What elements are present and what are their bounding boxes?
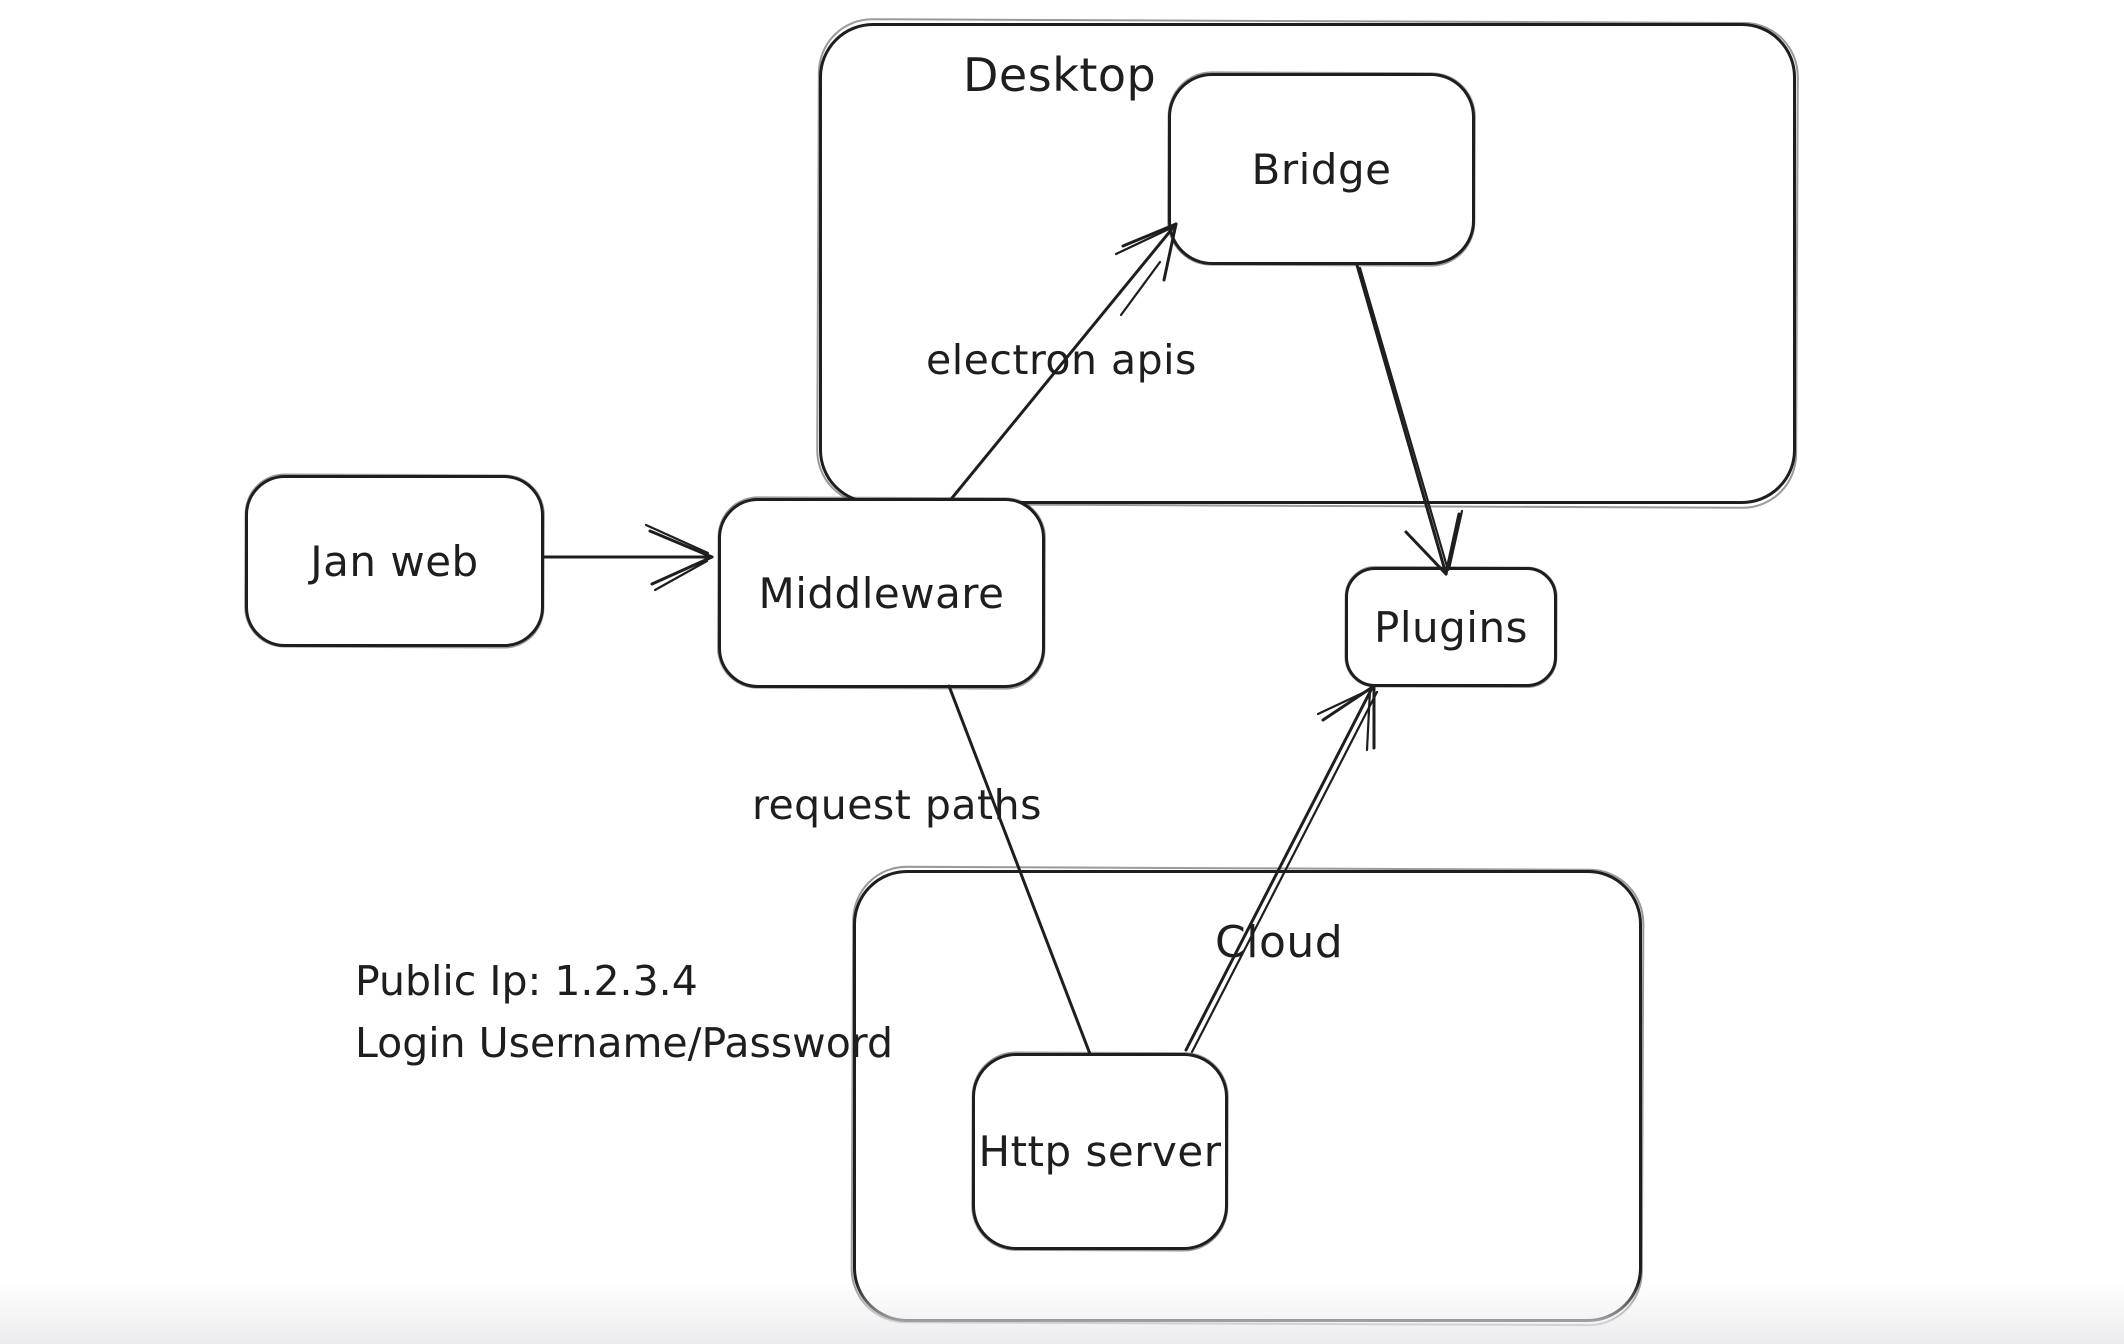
edge-label-electron-apis: electron apis xyxy=(926,336,1197,384)
bridge-label: Bridge xyxy=(1251,144,1392,194)
desktop-container xyxy=(819,23,1796,504)
middleware-label: Middleware xyxy=(758,568,1005,618)
middleware-node: Middleware xyxy=(718,498,1045,688)
bridge-node: Bridge xyxy=(1168,73,1475,265)
plugins-label: Plugins xyxy=(1374,602,1528,652)
jan-web-node: Jan web xyxy=(245,475,544,647)
annotation-public-ip: Public Ip: 1.2.3.4 xyxy=(355,957,698,1005)
desktop-container-label: Desktop xyxy=(963,48,1157,102)
http-server-node: Http server xyxy=(972,1053,1228,1250)
arrow-janweb-to-middleware xyxy=(542,523,714,592)
jan-web-label: Jan web xyxy=(310,536,479,586)
annotation-block: Public Ip: 1.2.3.4 Login Username/Passwo… xyxy=(355,950,893,1074)
cloud-container-label: Cloud xyxy=(1215,917,1344,968)
annotation-login: Login Username/Password xyxy=(355,1019,893,1067)
http-server-label: Http server xyxy=(978,1127,1222,1176)
plugins-node: Plugins xyxy=(1345,567,1557,687)
edge-label-request-paths: request paths xyxy=(752,781,1042,829)
